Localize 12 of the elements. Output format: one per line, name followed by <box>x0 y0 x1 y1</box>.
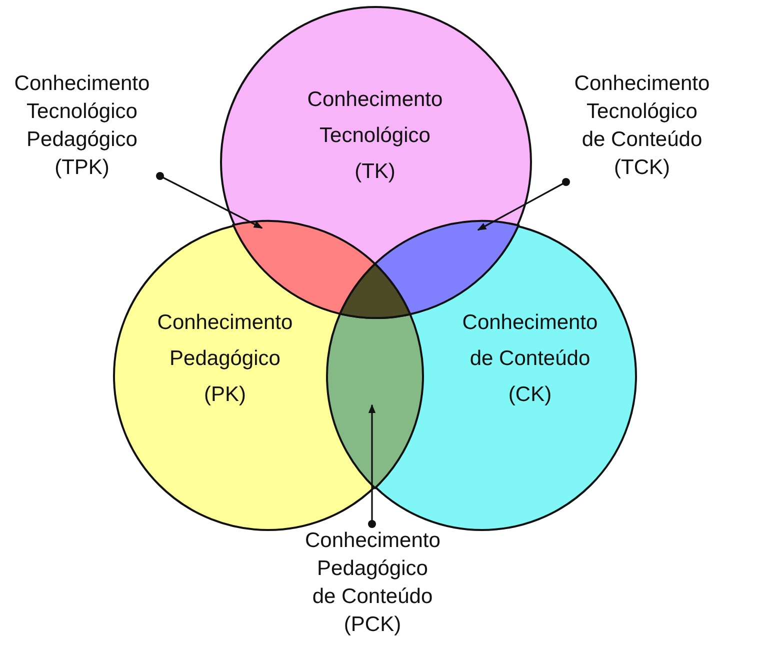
callout-text: Conhecimento Tecnológico Pedagógico (TPK) <box>13 71 151 181</box>
leader-line <box>156 172 263 229</box>
callout-text: Conhecimento Pedagógico de Conteúdo (PCK) <box>305 528 440 638</box>
leader-line <box>477 178 570 231</box>
circle-label: Conhecimento de Conteúdo (CK) <box>461 310 599 408</box>
circle-label: Conhecimento Tecnológico (TK) <box>306 87 444 185</box>
overlap-region <box>326 312 424 490</box>
circle-label: Conhecimento Pedagógico (PK) <box>156 310 294 408</box>
overlap-region <box>374 220 520 316</box>
leader-line <box>368 404 376 528</box>
overlap-region <box>232 220 376 315</box>
callout-text: Conhecimento Tecnológico de Conteúdo (TCK) <box>573 71 711 181</box>
